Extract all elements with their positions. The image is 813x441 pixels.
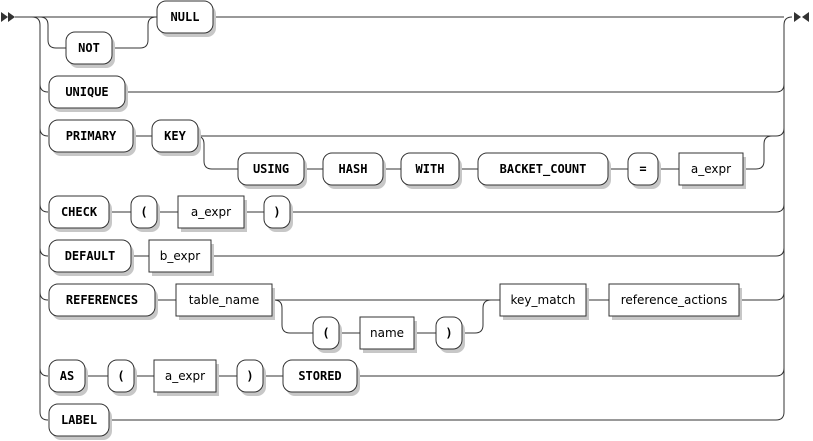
keyword-lparen-as: (	[107, 359, 137, 396]
keyword-not: NOT	[65, 31, 115, 68]
keyword-as-label: AS	[60, 369, 74, 383]
start-arrow-icon	[1, 12, 15, 22]
keyword-as: AS	[48, 359, 88, 396]
keyword-bucket-count: BACKET_COUNT	[477, 152, 611, 189]
end-marker-icon	[794, 12, 809, 22]
nonterminal-key-match-label: key_match	[511, 293, 576, 307]
keyword-rparen-references-label: )	[445, 326, 452, 340]
keyword-primary-label: PRIMARY	[66, 129, 117, 143]
keyword-key: KEY	[151, 119, 201, 156]
keyword-with-label: WITH	[416, 162, 445, 176]
keyword-not-label: NOT	[78, 41, 100, 55]
keyword-hash-label: HASH	[339, 162, 368, 176]
keyword-lparen-references: (	[312, 316, 342, 353]
nonterminal-key-match: key_match	[499, 283, 589, 320]
nonterminal-a-expr-check-label: a_expr	[191, 205, 231, 219]
keyword-check: CHECK	[48, 195, 112, 232]
keyword-unique: UNIQUE	[48, 75, 128, 112]
nonterminal-b-expr-label: b_expr	[160, 249, 201, 263]
keyword-hash: HASH	[322, 152, 386, 189]
keyword-references-label: REFERENCES	[66, 293, 138, 307]
keyword-equals-label: =	[639, 162, 646, 176]
keyword-stored-label: STORED	[298, 369, 341, 383]
keyword-lparen-check: (	[130, 195, 160, 232]
nonterminal-reference-actions: reference_actions	[608, 283, 742, 320]
keyword-rparen-check-label: )	[273, 205, 280, 219]
nonterminal-a-expr-hash-label: a_expr	[691, 162, 731, 176]
keyword-lparen-references-label: (	[322, 326, 329, 340]
keyword-label-label: LABEL	[61, 413, 97, 427]
keyword-using: USING	[237, 152, 307, 189]
nonterminal-a-expr-as: a_expr	[153, 359, 219, 396]
keyword-check-label: CHECK	[61, 205, 98, 219]
keyword-primary: PRIMARY	[48, 119, 136, 156]
nonterminal-table-name-label: table_name	[189, 293, 259, 307]
keyword-stored: STORED	[282, 359, 360, 396]
keyword-label: LABEL	[48, 403, 112, 440]
keyword-lparen-as-label: (	[117, 369, 124, 383]
keyword-default-label: DEFAULT	[65, 249, 116, 263]
keyword-key-label: KEY	[164, 129, 186, 143]
keyword-with: WITH	[400, 152, 462, 189]
keyword-rparen-references: )	[435, 316, 465, 353]
keyword-rparen-as-label: )	[246, 369, 253, 383]
keyword-lparen-check-label: (	[140, 205, 147, 219]
keyword-unique-label: UNIQUE	[65, 85, 108, 99]
diagram-lines	[15, 16, 793, 421]
keyword-equals: =	[627, 152, 661, 189]
keyword-default: DEFAULT	[48, 239, 134, 276]
keyword-bucket-count-label: BACKET_COUNT	[500, 162, 587, 177]
keyword-using-label: USING	[253, 162, 289, 176]
nonterminal-a-expr-check: a_expr	[177, 195, 247, 232]
nonterminal-a-expr-hash: a_expr	[678, 152, 746, 189]
nonterminal-b-expr: b_expr	[148, 239, 214, 276]
nonterminal-name-label: name	[370, 326, 404, 340]
keyword-null: NULL	[156, 0, 216, 37]
keyword-rparen-as: )	[236, 359, 266, 396]
keyword-rparen-check: )	[263, 195, 293, 232]
nonterminal-table-name: table_name	[175, 283, 275, 320]
nonterminal-reference-actions-label: reference_actions	[621, 293, 728, 307]
keyword-null-label: NULL	[171, 10, 200, 24]
nonterminal-a-expr-as-label: a_expr	[165, 369, 205, 383]
keyword-references: REFERENCES	[48, 283, 158, 320]
nonterminal-name: name	[359, 316, 417, 353]
